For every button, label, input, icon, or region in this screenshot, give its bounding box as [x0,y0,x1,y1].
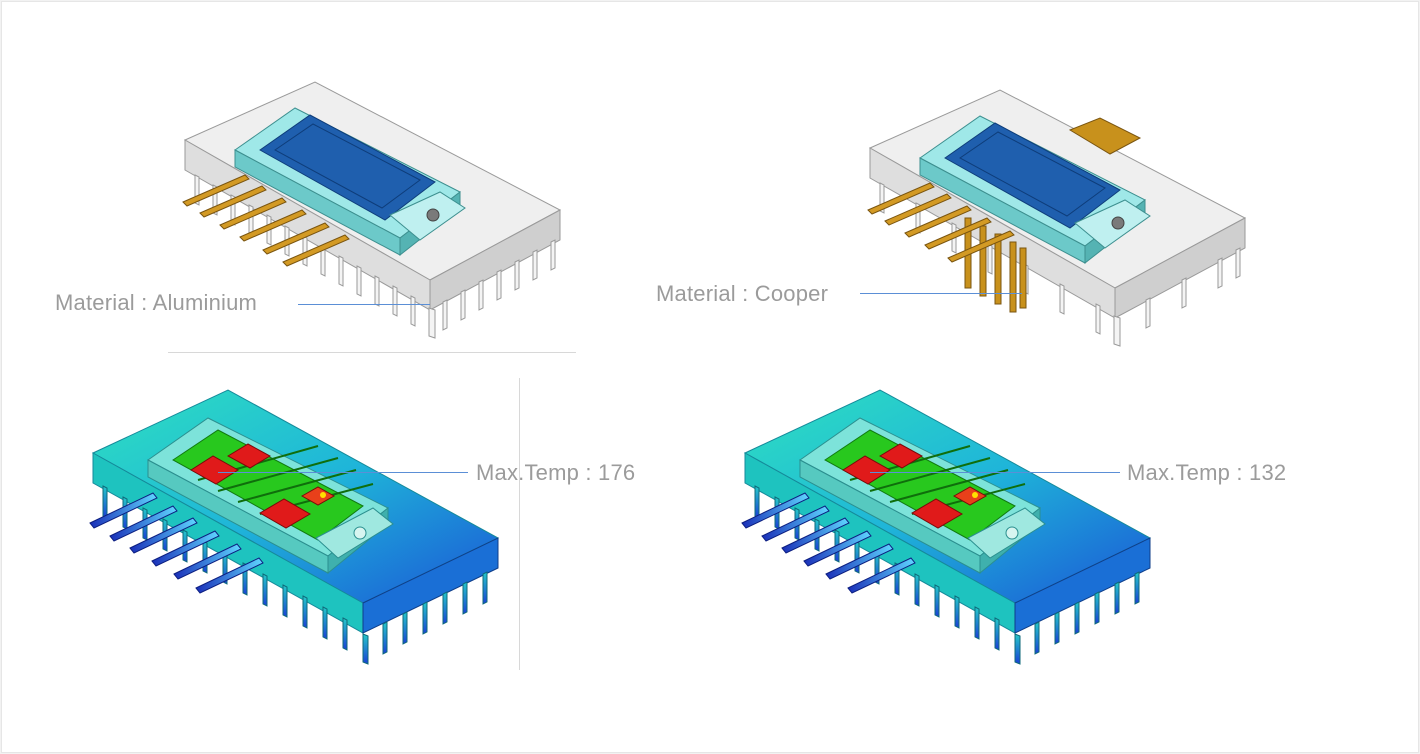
aluminium-module-model [182,81,562,339]
aluminium-leader-line [298,304,430,305]
horizontal-divider [168,352,576,353]
cooper-leader-line [860,293,1022,294]
maxtemp-176-leader-line [218,472,468,473]
material-cooper-label: Material : Cooper [656,281,829,306]
material-aluminium-label: Material : Aluminium [55,290,258,315]
max-temp-176-label: Max.Temp : 176 [476,460,636,485]
max-temp-132-label: Max.Temp : 132 [1127,460,1287,485]
maxtemp-132-leader-line [870,472,1120,473]
copper-module-model [867,89,1247,347]
copper-thermal-result [741,389,1152,665]
aluminium-thermal-result [89,389,500,665]
vertical-divider [519,378,520,670]
